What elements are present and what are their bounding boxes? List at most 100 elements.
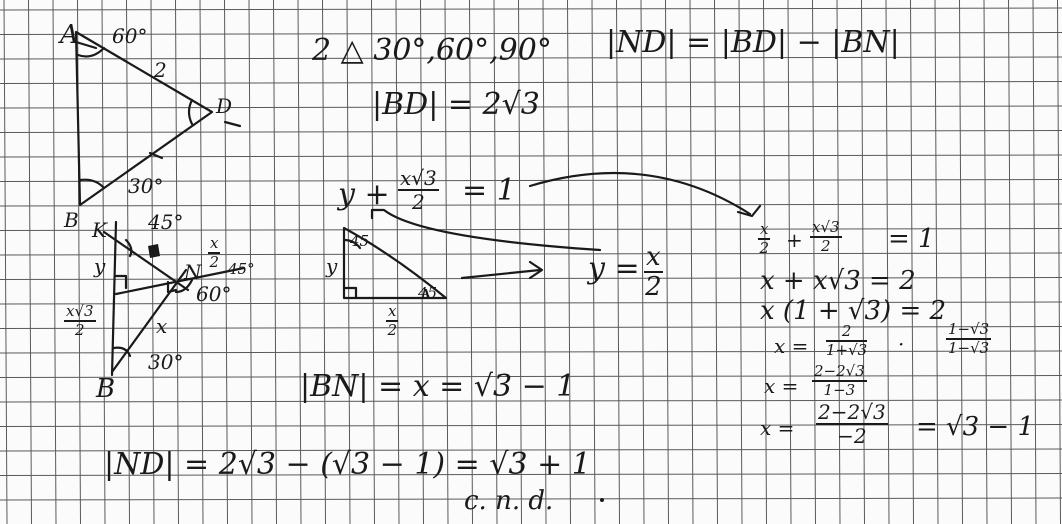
frac-denominator: 1−3 — [823, 381, 856, 399]
curve-arrow-to-solution — [528, 171, 762, 218]
angle-arc-b — [78, 178, 106, 190]
grid-line-horizontal — [0, 399, 1062, 403]
solution-step6-lhs: x = — [760, 416, 795, 440]
vertex-n-label: N — [184, 260, 202, 284]
solution-step4-multiplier: 1−√3 1−√3 — [946, 320, 992, 356]
grid-line-vertical — [836, 0, 841, 524]
nd-result: |ND| = 2√3 − (√3 − 1) = √3 + 1 — [104, 447, 591, 482]
vertex-k-label: K — [92, 218, 107, 242]
grid-line-vertical — [3, 0, 8, 524]
frac-numerator: x — [208, 234, 221, 254]
grid-line-vertical — [689, 0, 694, 524]
small-triangle-angle-right: 45 — [418, 284, 438, 302]
grid-line-vertical — [1057, 0, 1061, 524]
arrow-right — [460, 260, 544, 280]
angle-45-right-label: 45° — [228, 260, 255, 278]
frac-x-root3-over-2: x√3 2 — [64, 304, 96, 338]
grid-line-vertical — [640, 0, 645, 524]
frac-numerator: x — [644, 242, 663, 273]
grid-line-vertical — [567, 0, 571, 524]
grid-line-vertical — [787, 0, 792, 524]
frac-denominator: 2 — [821, 237, 831, 255]
angle-arc-b-lower — [112, 346, 132, 358]
angle-60-label: 60° — [196, 282, 232, 306]
grid-line-vertical — [738, 0, 743, 524]
small-triangle-right-angle — [342, 286, 358, 300]
solution-step6-frac: 2−2√3 −2 — [816, 402, 888, 446]
solution-step3: x (1 + √3) = 2 — [760, 296, 947, 326]
grid-line-vertical — [591, 0, 596, 524]
frac-numerator: 2−2√3 — [812, 362, 867, 382]
side-ad-label: 2 — [154, 58, 167, 82]
solution-step1-frac-b: x√3 2 — [810, 220, 842, 254]
small-triangle-side-y: y — [326, 254, 338, 278]
angle-arc-d — [187, 98, 194, 126]
frac-numerator: 1−√3 — [946, 320, 992, 340]
frac-numerator: x√3 — [810, 218, 842, 238]
grid-line-vertical — [861, 0, 865, 524]
line-nb — [110, 268, 188, 374]
right-angle-mark — [114, 274, 128, 290]
solution-step4-lhs: x = — [774, 334, 809, 358]
grid-line-vertical — [175, 0, 179, 524]
small-triangle-arc-right — [424, 288, 430, 300]
grid-line-horizontal — [0, 473, 1062, 476]
vertex-b-label: B — [96, 374, 116, 404]
grid-line-vertical — [346, 0, 351, 524]
frac-denominator: 1+√3 — [826, 341, 868, 359]
qed-note: c. n. d. — [464, 486, 554, 516]
solution-step4-frac: 2 1+√3 — [826, 324, 868, 359]
grid-line-horizontal — [0, 497, 1062, 501]
tick-mark — [148, 151, 164, 160]
frac-numerator: x√3 — [398, 166, 439, 191]
angle-arc-n — [174, 278, 194, 294]
grid-line-horizontal — [0, 448, 1062, 452]
frac-denominator: 2 — [645, 272, 662, 302]
solution-step5-lhs: x = — [764, 374, 799, 398]
frac-x-over-2: x 2 — [208, 234, 221, 270]
grid-line-vertical — [763, 0, 767, 524]
grid-line-vertical — [493, 0, 498, 524]
frac-denominator: 2 — [75, 321, 85, 339]
grid-line-vertical — [1032, 0, 1037, 524]
bn-result: |BN| = x = √3 − 1 — [300, 369, 576, 404]
angle-45-label: 45° — [148, 210, 184, 234]
grid-line-vertical — [52, 0, 57, 524]
solution-step1-plus: + — [786, 228, 803, 252]
angle-b-label: 30° — [128, 174, 164, 198]
eq-sum-fraction: x√3 2 — [398, 168, 439, 212]
grid-line-vertical — [126, 0, 130, 524]
vertex-b-top-label: B — [64, 208, 79, 232]
solution-step1-rhs: = 1 — [888, 224, 935, 254]
grid-line-horizontal — [0, 203, 1062, 207]
triangle-type-note: 2 △ 30°,60°,90° — [312, 33, 552, 68]
grid-line-vertical — [910, 0, 914, 524]
angle-30-label: 30° — [148, 350, 184, 374]
solution-step1-frac-a: x 2 — [758, 220, 771, 256]
vertex-a-label: A — [60, 20, 79, 50]
line-kb — [110, 220, 118, 377]
grid-line-horizontal — [0, 252, 1062, 256]
grid-line-vertical — [248, 0, 253, 524]
frac-numerator: x — [758, 220, 771, 240]
line-kn — [102, 230, 190, 292]
line-n-horizontal — [114, 266, 246, 296]
grid-line-vertical — [616, 0, 620, 524]
side-x-label: x — [156, 314, 168, 338]
grid-line-horizontal — [0, 32, 1062, 35]
solution-step5-frac: 2−2√3 1−3 — [812, 364, 867, 398]
grid-line-vertical — [518, 0, 522, 524]
triangle-abd — [74, 30, 214, 207]
bd-length: |BD| = 2√3 — [372, 87, 540, 122]
grid-line-horizontal — [0, 301, 1062, 305]
grid-line-horizontal — [0, 56, 1062, 60]
eq-y-fraction: x 2 — [644, 244, 663, 300]
grid-line-vertical — [542, 0, 547, 524]
grid-line-horizontal — [0, 350, 1062, 354]
small-triangle-frac: x 2 — [386, 304, 399, 338]
grid-line-vertical — [420, 0, 424, 524]
scribble-mark — [148, 244, 160, 258]
small-triangle — [342, 226, 448, 300]
grid-line-vertical — [101, 0, 106, 524]
tick-mark — [223, 120, 242, 128]
